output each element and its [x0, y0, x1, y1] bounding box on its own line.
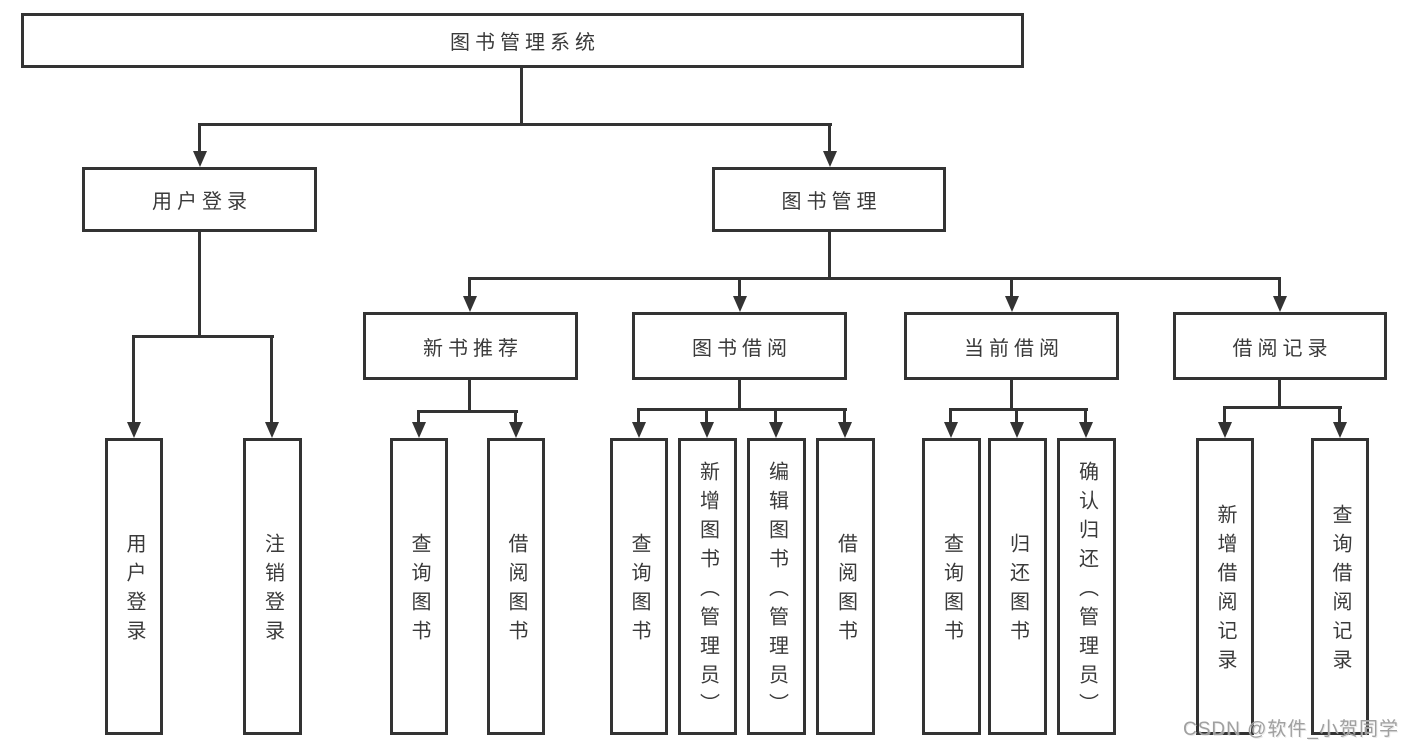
connector-line — [738, 380, 741, 411]
leaf-query-books-3: 查询图书 — [922, 438, 981, 735]
arrow-down — [1009, 408, 1024, 438]
node-borrow-record: 借阅记录 — [1173, 312, 1387, 380]
connector-line — [520, 68, 523, 126]
leaf-return-books: 归还图书 — [988, 438, 1047, 735]
leaf-edit-books-admin: 编辑图书（管理员） — [747, 438, 806, 735]
arrow-down — [411, 410, 426, 438]
node-current-borrow: 当前借阅 — [904, 312, 1119, 380]
leaf-logout-label: 注销登录 — [261, 533, 284, 649]
arrow-down — [699, 408, 714, 438]
node-book-borrow-label: 图书借阅 — [692, 337, 792, 360]
node-user-login-label: 用户登录 — [152, 191, 252, 213]
leaf-borrow-books-2-label: 借阅图书 — [834, 533, 857, 649]
node-book-management: 图书管理 — [712, 167, 946, 232]
arrow-down — [732, 277, 747, 312]
connector-line — [828, 232, 831, 280]
node-book-management-label: 图书管理 — [781, 191, 882, 213]
node-new-book-recommend: 新书推荐 — [363, 312, 578, 380]
leaf-borrow-books-2: 借阅图书 — [816, 438, 875, 735]
arrow-down — [943, 408, 958, 438]
connector-line — [417, 410, 518, 413]
arrow-down — [1272, 277, 1287, 312]
leaf-add-borrow-record: 新增借阅记录 — [1196, 438, 1254, 735]
leaf-query-books-1-label: 查询图书 — [408, 533, 430, 649]
leaf-add-books-admin-label: 新增图书（管理员） — [696, 460, 719, 722]
leaf-query-books-3-label: 查询图书 — [940, 533, 963, 649]
arrow-down — [508, 410, 523, 438]
csdn-watermark: CSDN @软件_小贺同学 — [1183, 719, 1399, 740]
leaf-logout: 注销登录 — [243, 438, 302, 735]
leaf-borrow-books-1-label: 借阅图书 — [505, 533, 527, 649]
leaf-query-books-2: 查询图书 — [610, 438, 668, 735]
arrow-down — [837, 408, 852, 438]
connector-line — [198, 123, 832, 126]
arrow-down — [1004, 277, 1019, 312]
arrow-down — [264, 335, 279, 438]
arrow-down — [192, 123, 207, 167]
node-current-borrow-label: 当前借阅 — [964, 337, 1064, 360]
connector-line — [469, 277, 1281, 280]
arrow-down — [631, 408, 646, 438]
connector-line — [1223, 406, 1342, 409]
arrow-down — [462, 277, 477, 312]
node-library-system-label: 图书管理系统 — [450, 32, 600, 54]
node-new-book-recommend-label: 新书推荐 — [423, 337, 523, 360]
connector-line — [468, 380, 471, 413]
arrow-down — [1217, 406, 1232, 438]
node-user-login: 用户登录 — [82, 167, 317, 232]
arrow-down — [822, 123, 837, 167]
leaf-query-borrow-record: 查询借阅记录 — [1311, 438, 1369, 735]
arrow-down — [1078, 408, 1093, 438]
leaf-user-login-label: 用户登录 — [123, 533, 145, 649]
connector-line — [1010, 380, 1013, 411]
node-library-system: 图书管理系统 — [21, 13, 1024, 68]
leaf-add-borrow-record-label: 新增借阅记录 — [1214, 504, 1236, 678]
leaf-query-borrow-record-label: 查询借阅记录 — [1329, 504, 1351, 678]
leaf-query-books-2-label: 查询图书 — [628, 533, 650, 649]
connector-line — [949, 408, 1088, 411]
arrow-down — [1332, 406, 1347, 438]
leaf-user-login: 用户登录 — [105, 438, 163, 735]
leaf-confirm-return-admin-label: 确认归还（管理员） — [1075, 460, 1098, 722]
connector-line — [637, 408, 847, 411]
leaf-add-books-admin: 新增图书（管理员） — [678, 438, 737, 735]
arrow-down — [768, 408, 783, 438]
arrow-down — [126, 335, 141, 438]
node-book-borrow: 图书借阅 — [632, 312, 847, 380]
leaf-borrow-books-1: 借阅图书 — [487, 438, 545, 735]
connector-line — [198, 232, 201, 338]
leaf-confirm-return-admin: 确认归还（管理员） — [1057, 438, 1116, 735]
node-borrow-record-label: 借阅记录 — [1232, 337, 1333, 360]
connector-line — [1278, 380, 1281, 409]
leaf-return-books-label: 归还图书 — [1006, 533, 1029, 649]
leaf-edit-books-admin-label: 编辑图书（管理员） — [765, 460, 788, 722]
connector-line — [132, 335, 274, 338]
leaf-query-books-1: 查询图书 — [390, 438, 448, 735]
